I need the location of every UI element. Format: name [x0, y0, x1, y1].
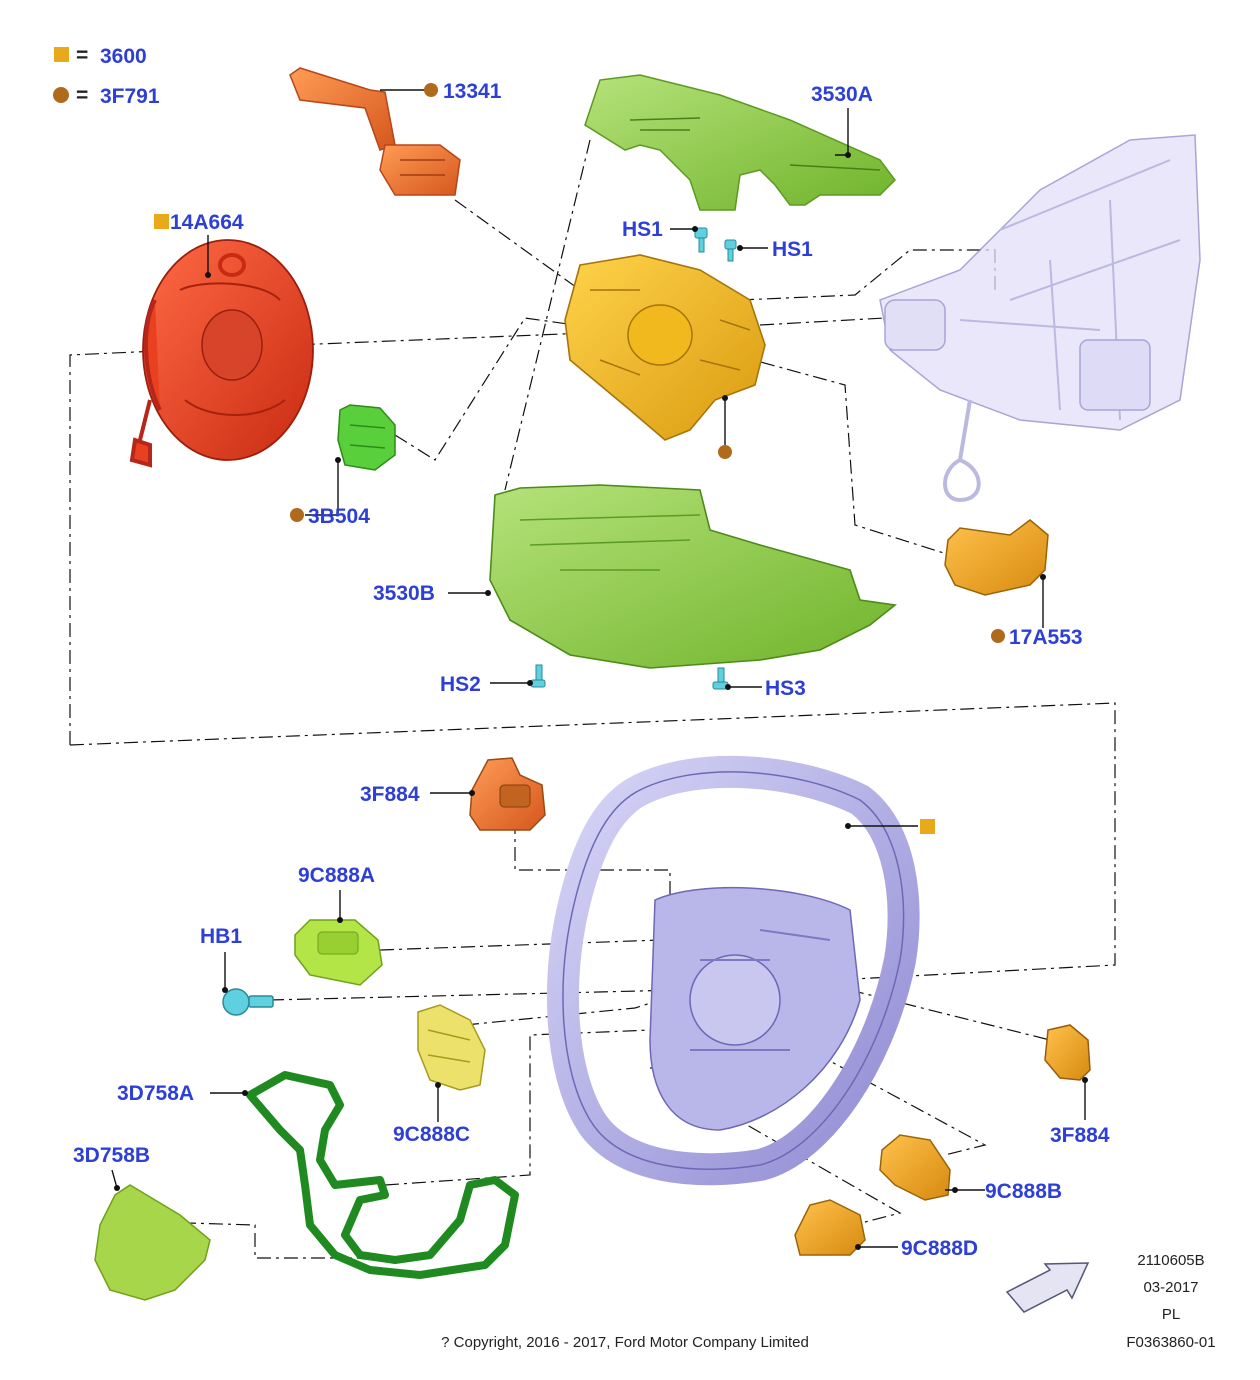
direction-arrow-icon [1005, 1262, 1090, 1313]
switch-9C888C [417, 1004, 486, 1091]
footer-lang: PL [1162, 1306, 1180, 1323]
footer-date: 03-2017 [1143, 1279, 1198, 1296]
clockspring-14A664 [129, 239, 314, 468]
legend-circle-label: 3F791 [100, 85, 160, 108]
label-14A664: 14A664 [170, 211, 244, 234]
label-3F884-right: 3F884 [1050, 1124, 1110, 1147]
label-HS3: HS3 [765, 677, 806, 700]
label-3D758A: 3D758A [117, 1082, 194, 1105]
label-HB1: HB1 [200, 925, 242, 948]
steering-column [879, 134, 1201, 503]
steering-wheel [547, 755, 920, 1186]
label-13341: 13341 [443, 80, 502, 103]
upper-shroud-3530A [584, 74, 896, 211]
legend-circle-icon [53, 87, 69, 103]
label-HS1-left: HS1 [622, 218, 663, 241]
label-HS2: HS2 [440, 673, 481, 696]
switch-3F884-left [469, 757, 546, 831]
cover-3D758B [94, 1184, 211, 1301]
lower-shroud-3530B [489, 484, 897, 669]
assembly-lines [69, 139, 1116, 1259]
footer-code: 2110605B [1137, 1252, 1204, 1269]
label-3530A: 3530A [811, 83, 873, 106]
label-9C888B: 9C888B [985, 1180, 1062, 1203]
callouts: 13341 3530A 14A664 HS1 HS1 3B504 3530B [73, 80, 1110, 1260]
label-3530B: 3530B [373, 582, 435, 605]
screws-hs1 [694, 227, 737, 262]
screws-hs2-hs3 [530, 664, 729, 690]
label-9C888C: 9C888C [393, 1123, 470, 1146]
lever-13341 [289, 67, 461, 196]
footer: 2110605B 03-2017 PL F0363860-01 ? Copyri… [441, 1252, 1215, 1351]
bezel-3D758A [246, 1071, 519, 1279]
label-9C888D: 9C888D [901, 1237, 978, 1260]
label-HS1-right: HS1 [772, 238, 813, 261]
switch-housing [564, 254, 766, 441]
switch-9C888A [294, 919, 383, 986]
footer-copyright: ? Copyright, 2016 - 2017, Ford Motor Com… [441, 1334, 809, 1351]
label-3F884-left: 3F884 [360, 783, 420, 806]
switch-9C888B [879, 1134, 951, 1201]
switch-17A553 [944, 519, 1049, 596]
label-3B504: 3B504 [308, 505, 370, 528]
legend-equals-2: = [76, 84, 88, 107]
legend: = 3600 = 3F791 [53, 44, 160, 108]
legend-square-label: 3600 [100, 45, 147, 68]
label-17A553: 17A553 [1009, 626, 1083, 649]
bolt-HB1 [222, 988, 274, 1016]
label-3D758B: 3D758B [73, 1144, 150, 1167]
legend-square-icon [54, 47, 69, 62]
switch-3B504 [337, 404, 396, 471]
label-9C888A: 9C888A [298, 864, 375, 887]
footer-figure-id: F0363860-01 [1126, 1334, 1215, 1351]
legend-equals: = [76, 44, 88, 67]
switch-3F884-right [1044, 1024, 1091, 1081]
switch-9C888D [794, 1199, 866, 1256]
